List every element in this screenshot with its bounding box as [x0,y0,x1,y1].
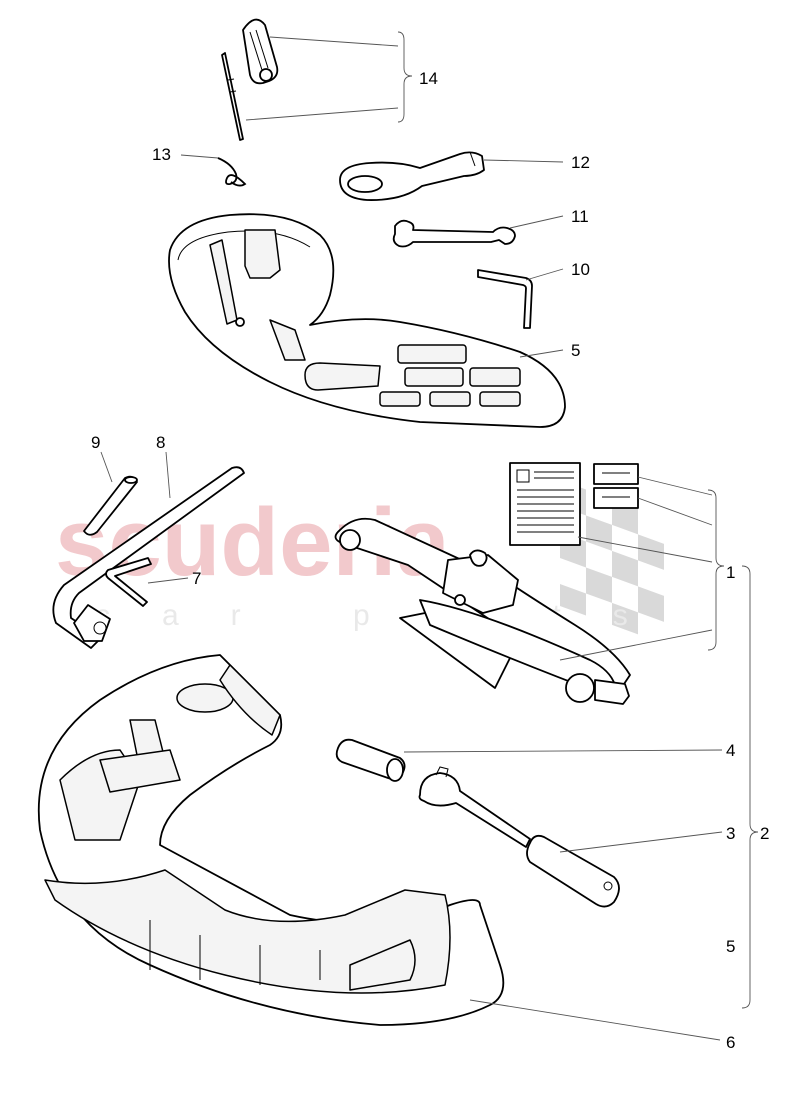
part-9-socket [83,475,138,536]
part-5-upper-tool-tray [168,213,566,428]
callout-13: 13 [152,145,171,164]
part-6-lower-tool-tray [37,654,505,1026]
part-12-towing-eye [339,151,485,201]
callout-9: 9 [91,433,100,452]
callout-3: 3 [726,824,735,843]
callout-5-lower: 5 [726,937,735,956]
part-11-open-end-wrench [392,219,516,248]
callout-labels: 14 13 12 11 10 5 9 8 7 1 4 3 2 5 6 [91,69,769,1052]
checkered-flag-graphic [560,480,664,635]
part-13-spring-clip [217,157,247,187]
callout-6: 6 [726,1033,735,1052]
callout-11: 11 [571,207,589,226]
callout-10: 10 [571,260,590,279]
callout-14: 14 [419,69,438,88]
callout-12: 12 [571,153,590,172]
part-14-bolt-and-pin [221,18,279,141]
leader-lines [100,31,759,1041]
callout-7: 7 [192,569,201,588]
part-1-car-jack [334,517,631,705]
callout-5-upper: 5 [571,341,580,360]
part-7-hex-key [105,557,152,607]
callout-1: 1 [726,563,735,582]
watermark-tagline: car parts [95,599,680,632]
part-3-ratchet [418,766,620,908]
callout-4: 4 [726,741,735,760]
part-1-documents [509,462,639,546]
part-8-wheel-brace [52,466,245,649]
part-4-socket [335,738,406,782]
callout-2: 2 [760,824,769,843]
part-10-hex-key [477,269,533,329]
callout-8: 8 [156,433,165,452]
